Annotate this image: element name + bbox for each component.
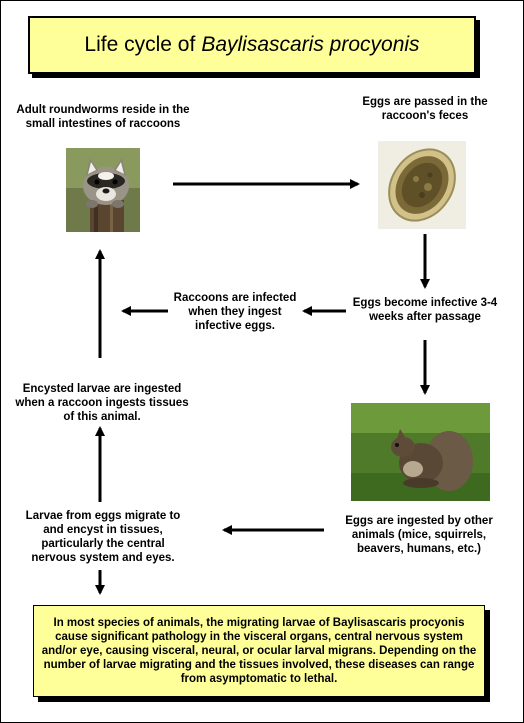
label-raccoons-infected: Raccoons are infected when they ingest i… <box>173 292 297 332</box>
title-species: Baylisascaris procyonis <box>201 33 420 56</box>
label-eggs-ingested-by-animals: Eggs are ingested by other animals (mice… <box>345 515 493 555</box>
raccoon-image <box>66 148 140 232</box>
label-larvae-migrate: Larvae from eggs migrate to and encyst i… <box>25 510 181 564</box>
label-eggs-infective: Eggs become infective 3-4 weeks after pa… <box>352 297 498 323</box>
pathology-note-text: In most species of animals, the migratin… <box>41 617 477 685</box>
label-eggs-passed: Eggs are passed in the raccoon's feces <box>362 96 488 122</box>
label-encysted-larvae-ingested: Encysted larvae are ingested when a racc… <box>15 383 189 423</box>
egg-image <box>378 141 466 229</box>
label-adult-roundworms: Adult roundworms reside in the small int… <box>16 104 190 130</box>
squirrel-image <box>351 403 490 501</box>
title-prefix: Life cycle of <box>84 33 196 56</box>
diagram-title: Life cycle of Baylisascaris procyonis <box>28 16 476 74</box>
pathology-note: In most species of animals, the migratin… <box>33 605 485 697</box>
